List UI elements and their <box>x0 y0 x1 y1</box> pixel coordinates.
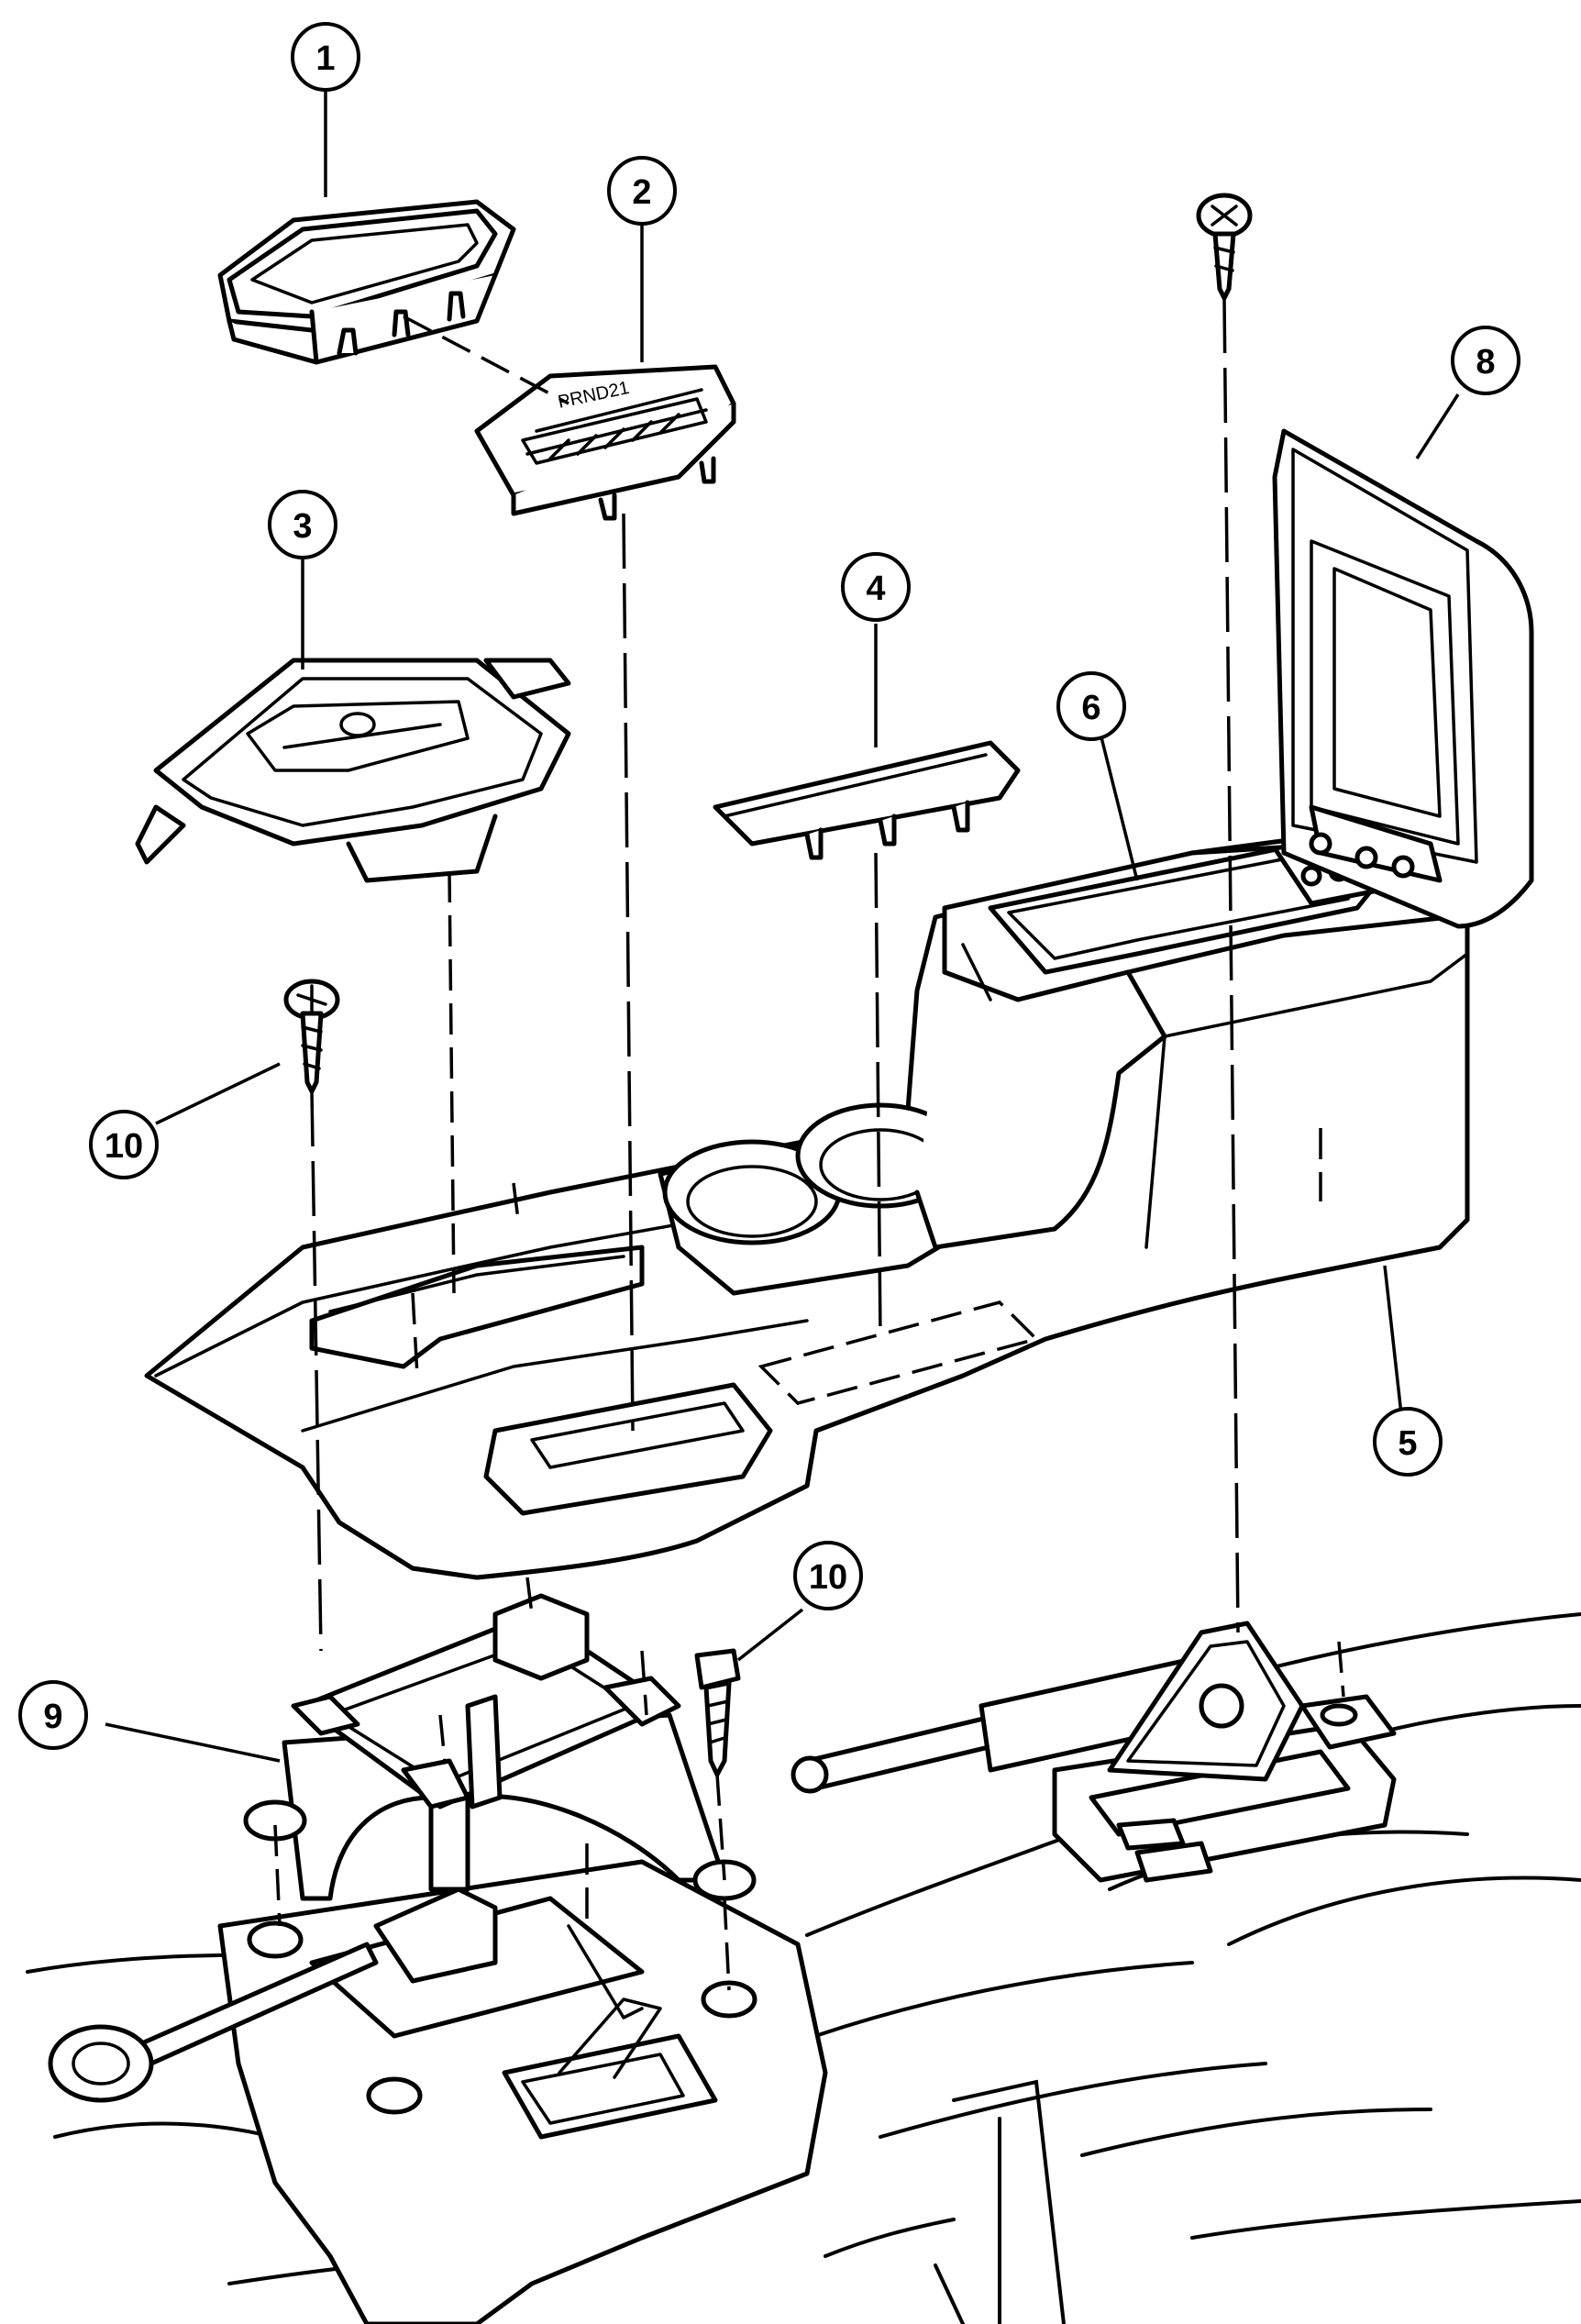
screw-lower-center <box>694 1648 741 1777</box>
callout-8: 8 <box>1451 326 1520 395</box>
storage-bin-insert <box>217 199 516 365</box>
callout-2-label: 2 <box>632 173 651 212</box>
shift-indicator-bezel: PRND21 <box>474 364 736 521</box>
screw-upper-left <box>283 979 340 1094</box>
parking-brake-assembly <box>790 1621 1397 1883</box>
callout-leaders <box>105 92 1460 1763</box>
armrest-lid <box>1272 428 1534 929</box>
vehicle-floor-outline <box>26 1612 1581 2324</box>
callout-3-label: 3 <box>293 507 312 546</box>
callout-9-label: 9 <box>43 1698 62 1736</box>
callout-6: 6 <box>1056 671 1126 741</box>
console-trim-panel <box>713 740 1021 860</box>
callout-5-label: 5 <box>1398 1424 1417 1463</box>
screw-upper-right <box>1196 193 1253 301</box>
callout-3: 3 <box>268 490 337 559</box>
shifter-bezel <box>135 658 571 883</box>
callout-4: 4 <box>841 552 911 622</box>
assembly-alignment-lines <box>273 297 1345 1991</box>
callout-9: 9 <box>18 1680 88 1750</box>
callout-10-upper-label: 10 <box>105 1127 143 1166</box>
callout-4-label: 4 <box>866 570 885 608</box>
shifter-mount-bracket <box>48 1593 828 2324</box>
callout-10-upper: 10 <box>89 1110 159 1179</box>
center-console-body <box>144 832 1470 1580</box>
callout-8-label: 8 <box>1476 343 1495 382</box>
callout-10-lower: 10 <box>793 1541 863 1610</box>
callout-2: 2 <box>607 156 677 226</box>
callout-6-label: 6 <box>1081 689 1100 727</box>
callout-1-label: 1 <box>315 39 335 78</box>
callout-10-lower-label: 10 <box>809 1558 847 1597</box>
callout-1: 1 <box>291 22 360 92</box>
callout-5: 5 <box>1373 1407 1443 1477</box>
